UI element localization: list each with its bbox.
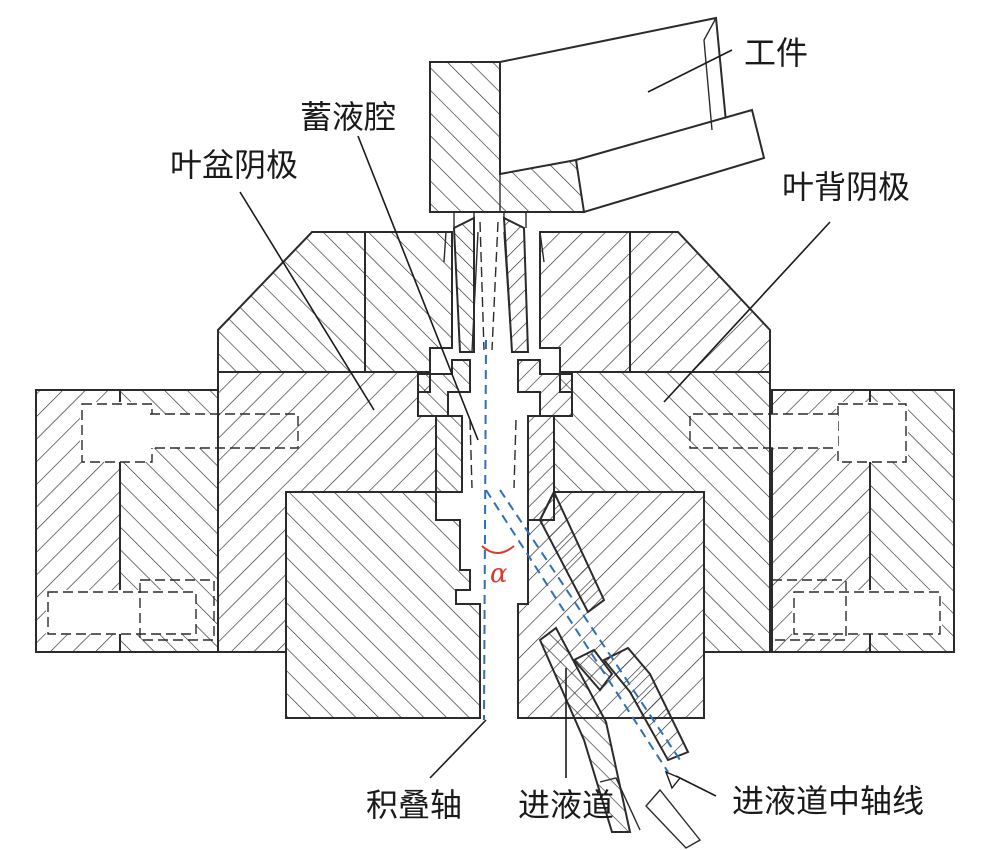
leader-lines	[239, 49, 831, 797]
inlet-axis-line	[485, 489, 681, 773]
upper-cap	[217, 231, 771, 373]
label-stacking-axis: 积叠轴	[366, 786, 462, 824]
label-reservoir: 蓄液腔	[300, 98, 396, 136]
inlet-channel	[538, 489, 702, 849]
angle-alpha-label: α	[490, 559, 508, 589]
angle-alpha: α	[481, 545, 515, 589]
label-workpiece: 工件	[744, 34, 808, 72]
cathode-body	[217, 371, 771, 719]
label-pressure-cathode: 叶盆阴极	[170, 146, 298, 184]
hidden-lines	[469, 221, 517, 489]
label-inlet-channel: 进液道	[518, 786, 614, 824]
right-clamp	[688, 389, 955, 653]
label-inlet-axis: 进液道中轴线	[732, 782, 924, 820]
stacking-axis-line	[483, 339, 487, 721]
workpiece	[429, 16, 766, 228]
nozzle-caps	[417, 216, 573, 417]
label-suction-cathode: 叶背阴极	[782, 168, 910, 206]
